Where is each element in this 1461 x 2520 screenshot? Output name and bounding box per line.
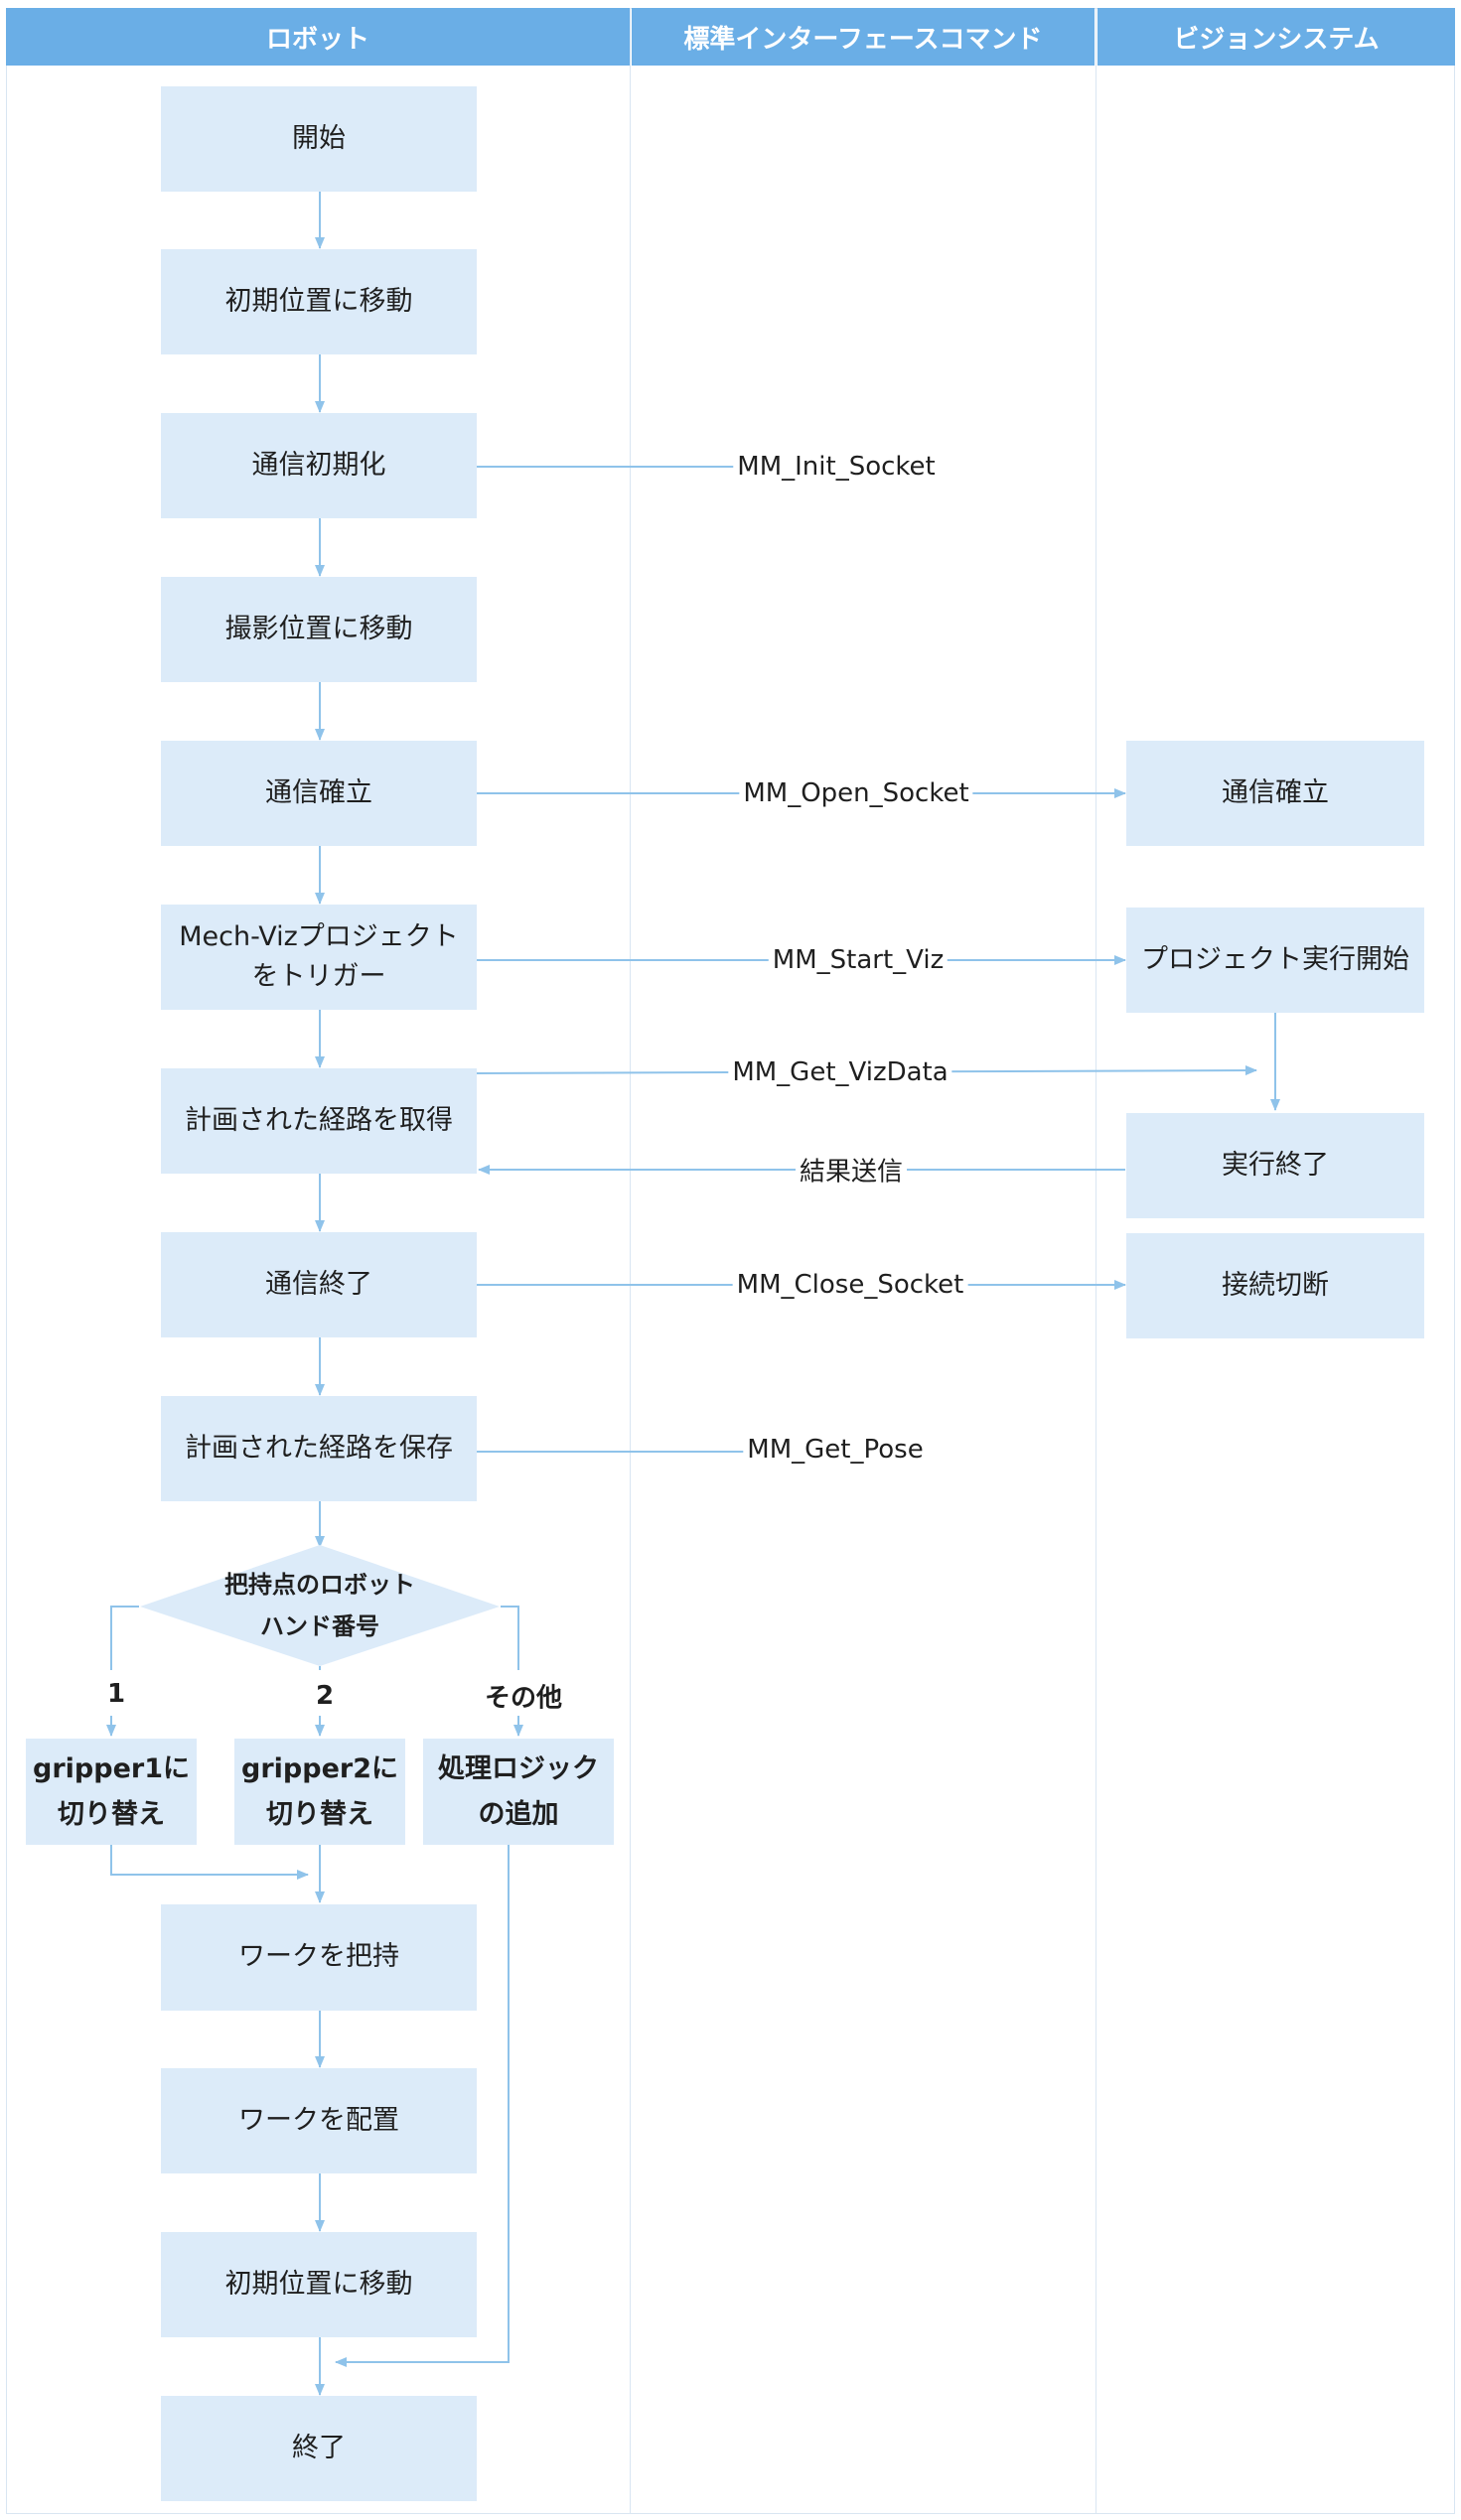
step-move-capture: 撮影位置に移動 [161,577,477,682]
branch-line-1 [110,1606,139,1670]
step-place: ワークを配置 [161,2068,477,2173]
vision-exec-end: 実行終了 [1126,1113,1424,1218]
step-trigger: Mech-Vizプロジェクト をトリガー [161,905,477,1010]
step-pick: ワークを把持 [161,1904,477,2011]
cmd-open-socket: MM_Open_Socket [739,778,973,808]
cmd-start-viz: MM_Start_Viz [768,945,949,975]
branch-label-other: その他 [484,1683,563,1714]
step-end: 終了 [161,2396,477,2501]
step-start: 開始 [161,86,477,192]
cmd-init-socket: MM_Init_Socket [733,452,940,482]
step-move-initial: 初期位置に移動 [161,249,477,354]
step-gripper1-line2: 切り替え [58,1798,165,1830]
branch-label-1: 1 [106,1679,126,1709]
step-init-comm: 通信初期化 [161,413,477,518]
cmd-close-socket: MM_Close_Socket [732,1270,968,1300]
merge-logic [335,1845,510,2367]
cmd-result-send: 結果送信 [795,1151,908,1189]
step-add-logic-line2: の追加 [478,1798,559,1830]
step-open-comm: 通信確立 [161,741,477,846]
decision-line1: 把持点のロボット [224,1571,415,1599]
step-gripper1: gripper1に 切り替え [26,1739,197,1845]
vision-establish: 通信確立 [1126,741,1424,846]
lane-header-interface: 標準インターフェースコマンド [632,8,1095,66]
lane-header-robot: ロボット [6,8,630,66]
cmd-get-pose: MM_Get_Pose [743,1435,928,1465]
branch-line-other [501,1606,519,1670]
step-close-comm: 通信終了 [161,1232,477,1337]
decision-diamond [140,1545,500,1666]
step-move-initial-end: 初期位置に移動 [161,2232,477,2337]
step-add-logic: 処理ロジック の追加 [423,1739,614,1845]
step-add-logic-line1: 処理ロジック [438,1752,599,1784]
step-gripper2: gripper2に 切り替え [234,1739,405,1845]
vision-project-start: プロジェクト実行開始 [1126,908,1424,1013]
branch-label-2: 2 [315,1681,335,1711]
step-save-path: 計画された経路を保存 [161,1396,477,1501]
vision-disconnect: 接続切断 [1126,1233,1424,1338]
step-get-path: 計画された経路を取得 [161,1068,477,1174]
decision-text: 把持点のロボット ハンド番号 [224,1564,415,1647]
step-trigger-line1: Mech-Vizプロジェクト [179,920,459,952]
step-gripper1-line1: gripper1に [33,1752,190,1784]
cmd-get-vizdata: MM_Get_VizData [728,1057,952,1087]
step-trigger-line2: をトリガー [251,961,386,992]
decision-line2: ハンド番号 [260,1612,379,1640]
step-gripper2-line1: gripper2に [241,1752,398,1784]
step-gripper2-line2: 切り替え [266,1798,373,1830]
lane-header-vision: ビジョンシステム [1097,8,1455,66]
merge-gripper1 [110,1845,309,1880]
